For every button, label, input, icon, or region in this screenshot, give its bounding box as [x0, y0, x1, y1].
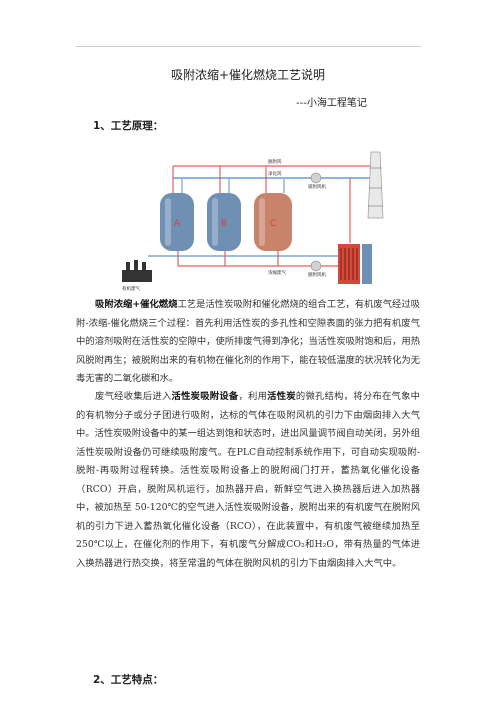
section-heading-principle: 1、工艺原理： — [93, 120, 164, 132]
svg-text:C: C — [270, 219, 276, 229]
page-title: 吸附浓缩+催化燃烧工艺说明 — [170, 68, 326, 82]
keyword-adsorption-equipment: 活性炭吸附设备 — [171, 391, 239, 402]
paragraph-process-text-c: ，利用 — [238, 391, 268, 402]
paragraph-process-text-a: 废气经收集后进入 — [95, 391, 172, 402]
paragraph-principle: 吸附浓缩+催化燃烧工艺是活性炭吸附和催化燃烧的组合工艺，有机废气经过吸附-浓缩-… — [76, 296, 420, 389]
adsorber-tank-b: B — [207, 193, 241, 251]
chimney-icon — [367, 151, 384, 219]
keyword-process: 吸附浓缩+催化燃烧 — [95, 299, 178, 310]
catalytic-tank-c: C — [254, 193, 292, 251]
label-organic-waste-gas: 有机废气 — [122, 285, 140, 292]
label-desorb-air: 脱附风 — [268, 158, 282, 165]
label-fan2: 脱附风机 — [308, 271, 326, 278]
header-rule — [76, 46, 421, 47]
label-fan1: 吸附风机 — [308, 183, 326, 190]
svg-text:A: A — [174, 219, 181, 229]
paragraph-process: 废气经收集后进入活性炭吸附设备，利用活性炭的微孔结构，将分布在气象中的有机物分子… — [76, 388, 420, 573]
pipe-network — [148, 165, 370, 267]
keyword-activated-carbon: 活性炭 — [267, 391, 296, 402]
section-heading-features: 2、工艺特点： — [93, 674, 164, 686]
heater-icon — [338, 244, 372, 284]
factory-icon — [122, 260, 152, 282]
author-line: ---小海工程笔记 — [296, 98, 367, 109]
fan-icon — [310, 172, 322, 272]
svg-text:B: B — [221, 219, 227, 229]
label-concentrated-gas: 浓缩废气 — [268, 269, 286, 276]
paragraph-principle-text: 工艺是活性炭吸附和催化燃烧的组合工艺，有机废气经过吸附-浓缩-催化燃烧三个过程：… — [76, 299, 420, 384]
adsorber-tank-a: A — [160, 193, 194, 251]
process-diagram: A B C — [122, 151, 384, 292]
label-clean-air: 净化风 — [268, 170, 282, 177]
paragraph-process-text-e: 的微孔结构，将分布在气象中的有机物分子或分子团进行吸附，达标的气体在吸附风机的引… — [76, 391, 420, 569]
